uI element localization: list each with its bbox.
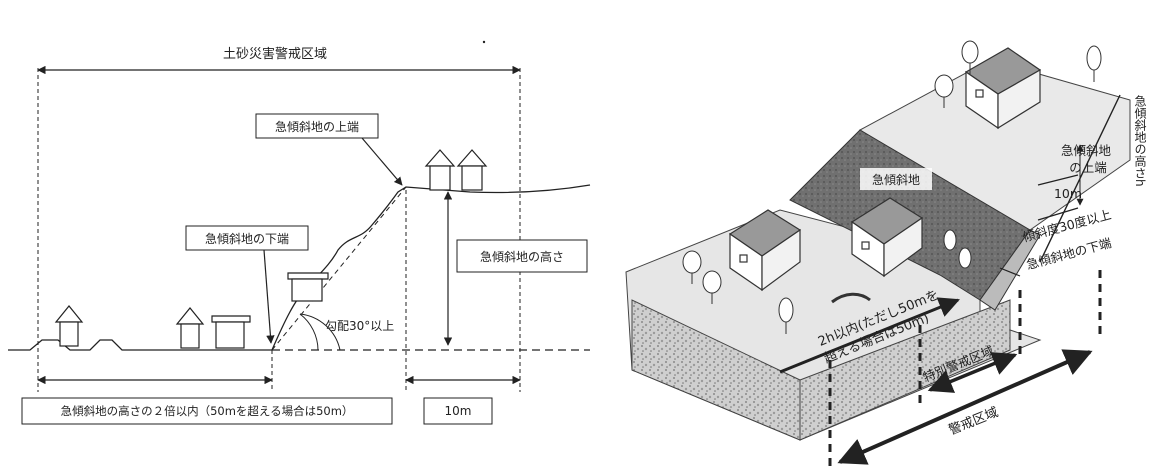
warning-zone-label: 警戒区域: [946, 404, 1000, 438]
slope-height-box: [456, 239, 588, 273]
top-range-label: 10m: [445, 404, 472, 418]
tree-icon: [682, 40, 1102, 334]
slope-gradient-line: [271, 186, 407, 351]
zone-title: 土砂災害警戒区域: [223, 46, 327, 62]
house-icon: [456, 149, 488, 191]
house-icon: [850, 197, 924, 278]
ground-line: [8, 339, 272, 351]
upper-edge-box: [255, 113, 379, 139]
house-icon: [175, 307, 205, 349]
house-icon: [964, 47, 1042, 130]
left-cross-section: 土砂災害警戒区域 勾配30°以上: [8, 40, 591, 425]
slope-height-label: 急傾斜地の高さ: [480, 249, 564, 264]
base-range-label: 急傾斜地の高さの２倍以内（50mを超える場合は50m）: [61, 404, 354, 418]
warning-zone-arrow: [837, 349, 1093, 465]
house-icon: [424, 149, 456, 191]
right-isometric-view: 急傾斜地: [625, 40, 1147, 472]
house-icon: [287, 272, 329, 302]
house-icon: [54, 305, 84, 347]
top-range-box: [423, 397, 493, 425]
upper-edge-label-line1: 急傾斜地: [1061, 143, 1112, 158]
slope-area-label: 急傾斜地: [872, 172, 920, 187]
base-range-box: [21, 397, 393, 425]
upper-edge-label-line2: の上端: [1069, 160, 1107, 175]
lower-edge-box: [185, 225, 309, 251]
upper-edge-label: 急傾斜地の上端: [275, 119, 359, 134]
house-icon: [211, 315, 251, 349]
lower-edge-label: 急傾斜地の下端: [205, 231, 289, 246]
height-vertical-label: 急傾斜地の高さh: [1133, 94, 1147, 187]
gradient-label: 勾配30°以上: [325, 319, 394, 333]
ten-m-label: 10m: [1054, 186, 1082, 201]
house-icon: [728, 209, 802, 292]
